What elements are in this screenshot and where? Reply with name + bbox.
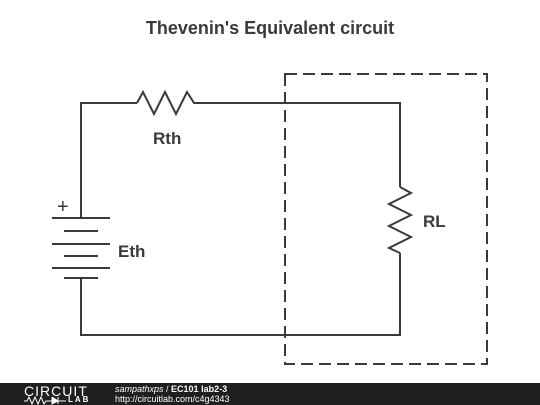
- resistor-rl: [386, 186, 414, 254]
- logo-text-lab: LAB: [68, 395, 91, 404]
- rth-label: Rth: [153, 129, 182, 148]
- diagram-title: Thevenin's Equivalent circuit: [145, 18, 395, 38]
- polarity-plus: +: [57, 196, 69, 218]
- resistor-rth: [136, 89, 199, 117]
- footer-separator: /: [163, 384, 172, 394]
- wire-right-bottom: [80, 253, 401, 336]
- footer-url[interactable]: http://circuitlab.com/c4g4343: [115, 394, 230, 404]
- load-dashed-box: [284, 73, 488, 365]
- logo-wave-icon: [24, 396, 66, 405]
- circuitlab-logo[interactable]: CIRCUIT LAB: [24, 383, 94, 405]
- footer-project[interactable]: EC101 lab2-3: [171, 384, 228, 394]
- footer-user[interactable]: sampathxps: [115, 384, 164, 394]
- footer-credit: sampathxps / EC101 lab2-3: [115, 384, 227, 394]
- battery-eth: [52, 217, 110, 279]
- logo-text-circuit: CIRCUIT: [24, 383, 88, 399]
- footer-bar: CIRCUIT LAB sampathxps / EC101 lab2-3 ht…: [0, 383, 540, 405]
- wire-top-right: [199, 102, 401, 187]
- rl-label: RL: [423, 212, 446, 231]
- eth-label: Eth: [118, 242, 146, 261]
